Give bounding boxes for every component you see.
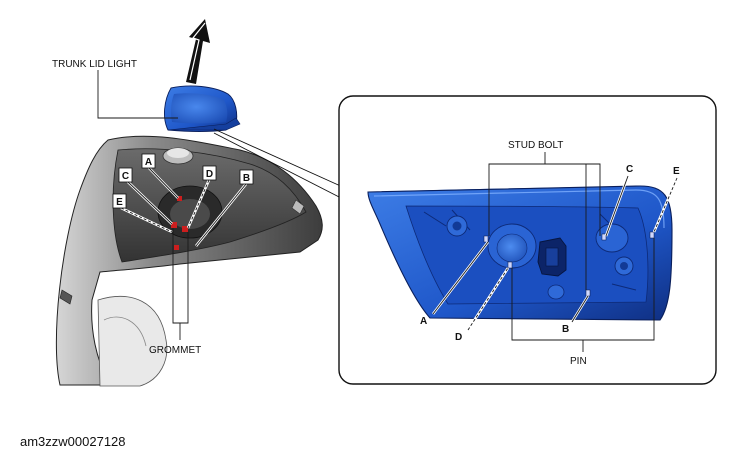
- label-c-body: C: [118, 167, 133, 183]
- svg-text:E: E: [116, 197, 123, 208]
- label-d-detail: D: [455, 332, 462, 343]
- pin-mark: [177, 196, 182, 201]
- label-e-detail: E: [673, 166, 680, 177]
- stud-bolt-bracket: [488, 163, 601, 236]
- label-d-body: D: [202, 165, 217, 181]
- svg-text:A: A: [145, 157, 152, 168]
- leader-b-detail: [571, 295, 589, 323]
- leader-c-body: [127, 181, 173, 225]
- trunk-lid-light-part: [164, 85, 241, 132]
- svg-text:B: B: [243, 173, 250, 184]
- zoom-leader-line: [213, 128, 346, 189]
- zoom-leader-line: [213, 132, 346, 201]
- label-b-detail: B: [562, 324, 569, 335]
- label-e-body: E: [112, 193, 127, 209]
- grommet-mark: [171, 222, 177, 228]
- leader-c-detail: [605, 175, 629, 237]
- label-c-detail: C: [626, 164, 633, 175]
- label-b-body: B: [239, 169, 254, 185]
- svg-text:C: C: [122, 171, 129, 182]
- leader-a-body: [148, 167, 179, 199]
- pin-mark: [174, 245, 179, 250]
- figure-id: am3zzw00027128: [20, 434, 126, 449]
- stud-bolt-label: STUD BOLT: [508, 140, 563, 151]
- grommet-label: GROMMET: [149, 345, 201, 356]
- lamp-housing-detail: [367, 185, 673, 321]
- label-a-body: A: [141, 153, 156, 169]
- grommet-mark: [182, 226, 188, 232]
- removal-arrow-icon: [186, 19, 210, 84]
- pin-label: PIN: [570, 356, 587, 367]
- trunk-lid-light-label: TRUNK LID LIGHT: [52, 59, 137, 70]
- svg-text:D: D: [206, 169, 213, 180]
- trunk-lid-light-leader: [97, 70, 178, 119]
- leader-d-detail: [467, 267, 509, 331]
- leader-a-detail: [432, 241, 489, 315]
- leader-e-body: [120, 207, 173, 233]
- leader-b-body: [195, 183, 247, 247]
- grommet-bracket: [172, 228, 189, 324]
- leader-d-body: [187, 179, 210, 229]
- label-a-detail: A: [420, 316, 427, 327]
